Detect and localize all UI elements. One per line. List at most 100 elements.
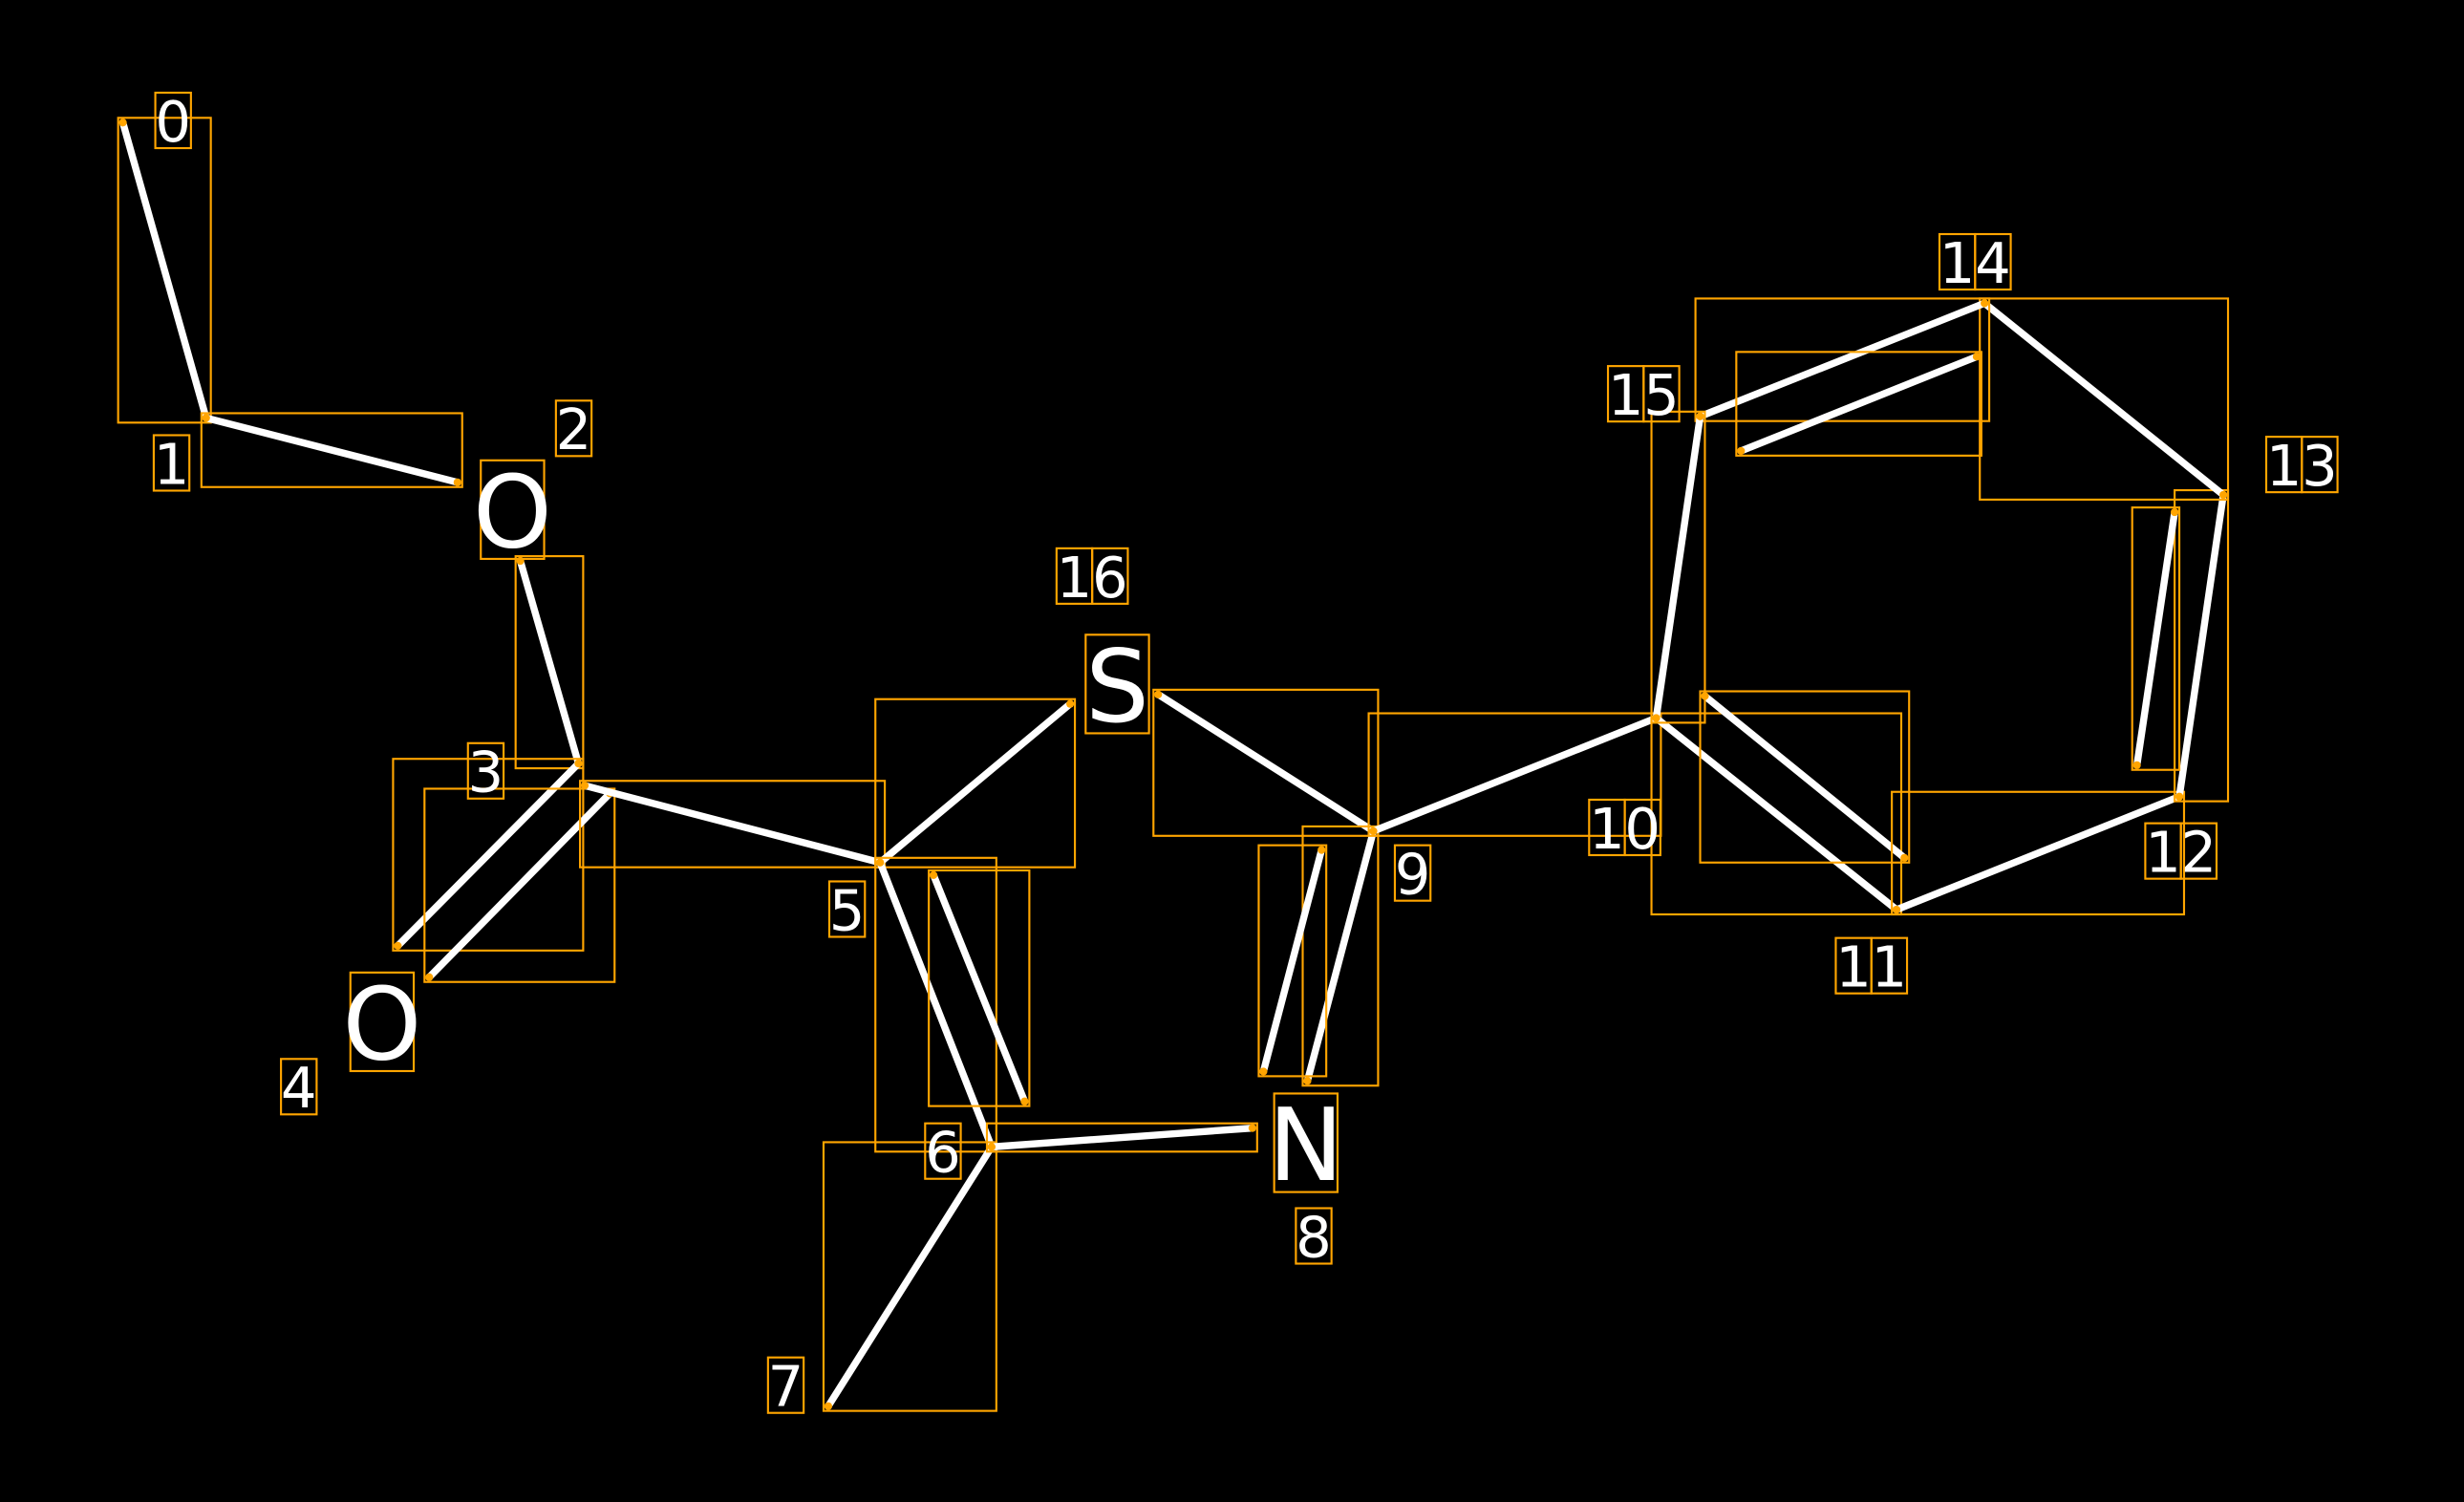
bond-endpoint xyxy=(1020,1097,1029,1105)
bond-endpoint xyxy=(202,414,210,422)
bond-endpoint xyxy=(929,870,938,880)
atom-symbol-o-2: O xyxy=(473,453,552,570)
bond-endpoint xyxy=(1696,412,1704,420)
bond-bounding-box xyxy=(1367,712,1662,837)
bond-endpoint xyxy=(1892,905,1901,914)
atom-index-15: 5 xyxy=(1643,362,1680,428)
atom-index-13: 1 xyxy=(2266,433,2303,499)
bond-10-11-second-line xyxy=(1701,692,1908,862)
bond-bounding-box xyxy=(1979,297,2230,501)
bond-endpoint xyxy=(1066,699,1075,708)
bond-bounding-box xyxy=(1699,690,1911,864)
atom-index-4: 4 xyxy=(281,1055,317,1121)
bond-6-8 xyxy=(988,1124,1256,1151)
atom-index-10: 1 xyxy=(1589,796,1625,862)
bond-endpoint xyxy=(2175,792,2184,801)
bond-endpoint xyxy=(1259,1067,1268,1076)
atom-symbol-s-16-box xyxy=(1084,633,1150,735)
bond-endpoint xyxy=(580,782,589,790)
bond-5-6-second-line xyxy=(930,871,1029,1105)
atom-index-6-box xyxy=(924,1122,962,1180)
atom-index-11: 1 xyxy=(1835,934,1872,1000)
bond-endpoint xyxy=(876,858,885,867)
bond-endpoint xyxy=(1303,1077,1312,1085)
bond-endpoint xyxy=(1972,353,1982,361)
atom-index-16: 6 xyxy=(1092,545,1128,611)
atom-index-9: 9 xyxy=(1395,842,1431,908)
bond-endpoint xyxy=(2218,490,2228,500)
bond-endpoint xyxy=(1318,846,1326,854)
bond-endpoint xyxy=(2132,761,2141,769)
atom-index-8: 8 xyxy=(1296,1204,1332,1270)
bond-endpoint xyxy=(574,760,583,768)
bond-15-10 xyxy=(1652,413,1704,722)
atom-index-11: 1 xyxy=(1872,934,1908,1000)
bond-0-1 xyxy=(118,118,210,422)
bond-bounding-box xyxy=(874,697,1077,869)
bond-3-4 xyxy=(394,760,583,950)
atom-index-10: 0 xyxy=(1624,796,1661,862)
bond-endpoint xyxy=(987,1143,996,1151)
atom-index-5: 5 xyxy=(829,877,866,943)
bond-2-3 xyxy=(516,557,583,767)
bond-endpoint xyxy=(824,1402,833,1410)
bond-endpoint xyxy=(1900,853,1909,862)
bond-bounding-box xyxy=(928,869,1031,1107)
atom-index-15: 1 xyxy=(1608,362,1644,428)
atom-index-7-box xyxy=(766,1356,805,1414)
bond-bounding-box xyxy=(2131,506,2181,771)
bond-endpoint xyxy=(1981,299,1989,308)
bond-endpoint xyxy=(1652,714,1661,722)
bond-bounding-box xyxy=(1301,825,1380,1087)
atom-symbol-o-2-box xyxy=(480,459,546,560)
bond-bounding-box xyxy=(874,856,997,1153)
atom-index-12: 2 xyxy=(2180,820,2217,886)
bond-bounding-box xyxy=(1257,844,1328,1078)
atom-index-11-box xyxy=(1870,936,1909,995)
bond-5-16 xyxy=(876,699,1074,867)
atom-index-0-box xyxy=(154,91,192,150)
atom-index-13-box xyxy=(2301,436,2339,494)
bond-10-11 xyxy=(1652,714,1900,913)
bond-bounding-box xyxy=(423,787,616,983)
atom-index-12: 1 xyxy=(2145,820,2181,886)
atom-index-1: 1 xyxy=(154,431,190,497)
bond-bounding-box xyxy=(985,1122,1258,1153)
bond-bounding-box xyxy=(200,412,463,488)
bond-3-5 xyxy=(581,782,884,867)
bond-bounding-box xyxy=(1650,410,1706,724)
atom-index-3-box xyxy=(466,741,505,800)
bond-16-9 xyxy=(1154,691,1378,835)
atom-index-8-box xyxy=(1295,1207,1333,1265)
bond-14-15-second-line xyxy=(1737,353,1981,455)
atom-index-5-box xyxy=(827,880,867,938)
atom-symbol-o-4: O xyxy=(342,965,421,1083)
bond-endpoint xyxy=(1248,1124,1256,1132)
bond-endpoint xyxy=(1737,446,1746,456)
bond-8-9 xyxy=(1303,827,1378,1085)
atom-index-9-box xyxy=(1393,844,1432,902)
bond-bounding-box xyxy=(579,780,887,869)
atom-index-16-box xyxy=(1091,547,1129,605)
atom-index-6: 6 xyxy=(925,1120,961,1186)
bond-bounding-box xyxy=(1735,351,1982,457)
bond-endpoint xyxy=(118,118,127,127)
bond-bounding-box xyxy=(2174,488,2230,803)
bond-11-12 xyxy=(1893,792,2183,913)
atom-index-7: 7 xyxy=(768,1354,804,1420)
bond-bounding-box xyxy=(1694,297,1991,422)
bond-bounding-box xyxy=(822,1141,997,1412)
atom-symbol-n-8: N xyxy=(1268,1086,1343,1204)
bond-bounding-box xyxy=(1891,790,2186,916)
bond-endpoint xyxy=(1154,690,1163,698)
atom-index-14-box xyxy=(1974,232,2012,291)
atom-symbol-n-8-box xyxy=(1273,1092,1339,1193)
atom-index-14: 4 xyxy=(1975,230,2011,296)
bond-endpoint xyxy=(425,973,434,981)
bond-12-13-second-line xyxy=(2132,508,2178,769)
atom-index-16: 1 xyxy=(1057,545,1093,611)
bond-13-14 xyxy=(1981,299,2227,499)
bond-5-6 xyxy=(876,859,996,1151)
